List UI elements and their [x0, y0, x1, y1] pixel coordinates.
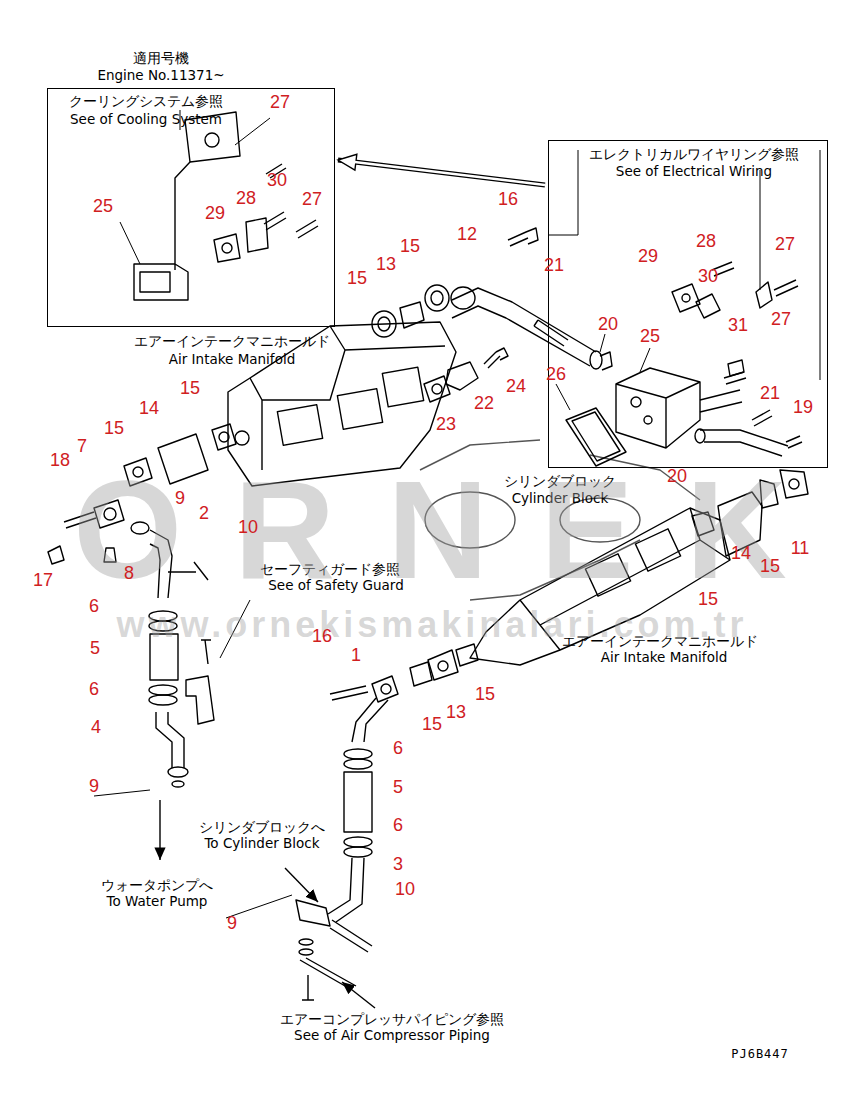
callout-number: 5	[393, 777, 403, 798]
reference-box: 適用号機Engine No.11371~クーリングシステム参照See of Co…	[47, 88, 335, 327]
callout-number: 1	[351, 645, 361, 666]
callout-number: 29	[205, 203, 225, 224]
callout-number: 6	[89, 679, 99, 700]
reference-note: See of Electrical Wiring	[616, 165, 772, 179]
callout-number: 13	[446, 702, 466, 723]
part-25-right	[616, 368, 742, 448]
callout-number: 29	[638, 246, 658, 267]
callout-number: 27	[270, 92, 290, 113]
reference-note: See of Cooling System	[70, 113, 222, 127]
callout-number: 12	[457, 224, 477, 245]
pipe-12	[451, 287, 612, 370]
reference-note: 適用号機	[133, 52, 189, 66]
note-label: シリンダブロックへ	[199, 821, 325, 835]
callout-number: 5	[90, 638, 100, 659]
callout-number: 20	[667, 466, 687, 487]
drawing-code: PJ6B447	[731, 1047, 789, 1061]
callout-number: 31	[728, 315, 748, 336]
callout-number: 28	[236, 188, 256, 209]
note-label: Air Intake Manifold	[169, 353, 295, 367]
callout-number: 9	[89, 776, 99, 797]
reference-box: エレクトリカルワイヤリング参照 See of Electrical Wiring	[548, 140, 828, 468]
callout-number: 28	[696, 231, 716, 252]
callout-number: 27	[775, 234, 795, 255]
reference-note: クーリングシステム参照	[69, 95, 223, 109]
gaskets-top	[372, 285, 449, 337]
callout-number: 15	[347, 268, 367, 289]
callout-number: 14	[139, 398, 159, 419]
callout-number: 9	[175, 488, 185, 509]
right-small-parts	[672, 262, 798, 384]
callout-number: 15	[422, 714, 442, 735]
callout-number: 8	[124, 563, 134, 584]
callout-number: 23	[436, 414, 456, 435]
callout-number: 11	[791, 538, 810, 559]
callout-number: 2	[199, 503, 209, 524]
note-label: Air Intake Manifold	[601, 651, 727, 665]
reference-arrow-inner	[346, 161, 545, 185]
callout-number: 15	[475, 684, 495, 705]
callout-number: 21	[544, 255, 564, 276]
note-label: ウォータポンプへ	[101, 879, 213, 893]
callout-number: 16	[312, 626, 332, 647]
callout-number: 15	[698, 589, 718, 610]
note-label: エアーインテークマニホールド	[134, 335, 330, 349]
callout-number: 17	[33, 570, 53, 591]
callout-number: 13	[376, 254, 396, 275]
callout-number: 15	[760, 556, 780, 577]
note-label: To Water Pump	[107, 895, 208, 909]
callout-number: 4	[91, 717, 101, 738]
callout-number: 10	[395, 879, 415, 900]
callout-number: 7	[77, 436, 87, 457]
cooling-parts	[134, 112, 318, 300]
callout-number: 9	[227, 913, 237, 934]
callout-number: 27	[302, 189, 322, 210]
bolts	[484, 228, 568, 368]
callout-number: 20	[598, 314, 618, 335]
reference-note: エレクトリカルワイヤリング参照	[589, 148, 799, 162]
callout-number: 24	[506, 376, 526, 397]
callout-number: 30	[698, 266, 718, 287]
reference-note: Engine No.11371~	[97, 69, 224, 83]
callout-number: 6	[393, 738, 403, 759]
callout-number: 15	[400, 236, 420, 257]
callout-number: 25	[640, 326, 660, 347]
callout-number: 22	[474, 393, 494, 414]
reference-arrow	[338, 160, 545, 185]
callout-number: 16	[498, 189, 518, 210]
watermark: ORNEK	[21, 449, 839, 611]
callout-number: 25	[93, 196, 113, 217]
callout-number: 15	[104, 418, 124, 439]
callout-number: 18	[50, 450, 70, 471]
callout-number: 15	[180, 378, 200, 399]
callout-number: 30	[267, 170, 287, 191]
callout-number: 6	[89, 596, 99, 617]
callout-number: 26	[546, 364, 566, 385]
cover-plate	[424, 362, 478, 402]
note-label: To Cylinder Block	[204, 837, 319, 851]
callout-number: 10	[238, 517, 258, 538]
callout-number: 27	[771, 309, 791, 330]
callout-number: 21	[760, 383, 780, 404]
callout-number: 6	[393, 815, 403, 836]
note-label: See of Air Compressor Piping	[294, 1029, 490, 1043]
note-label: エアーコンプレッサパイピング参照	[280, 1013, 504, 1027]
callout-number: 19	[793, 397, 813, 418]
callout-number: 14	[731, 543, 751, 564]
watermark-url: www.ornekismakinalari.com.tr	[117, 604, 748, 646]
callout-number: 3	[393, 854, 403, 875]
